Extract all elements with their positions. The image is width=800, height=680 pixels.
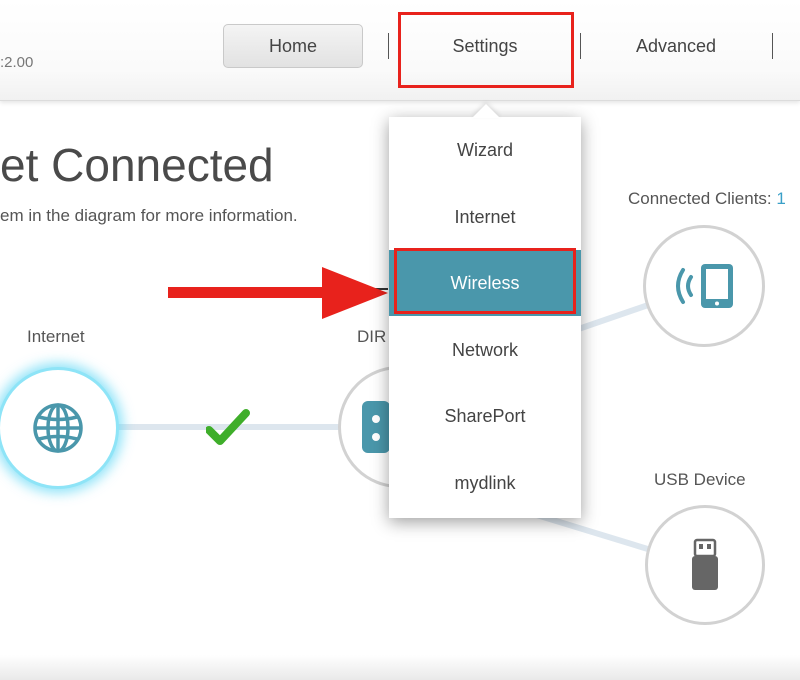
footer-fade	[0, 655, 800, 680]
page-subtitle: em in the diagram for more information.	[0, 206, 298, 225]
firmware-version: :2.00	[0, 54, 34, 71]
internet-label: Internet	[27, 327, 85, 346]
menu-item-network[interactable]: Network	[451, 339, 518, 360]
usb-drive-icon	[692, 538, 718, 590]
menu-item-mydlink[interactable]: mydlink	[454, 472, 516, 493]
connection-ok-check-icon	[206, 409, 250, 445]
menu-item-internet[interactable]: Internet	[454, 206, 516, 227]
router-icon	[362, 401, 390, 453]
page-title: et Connected	[0, 139, 274, 191]
globe-icon	[33, 403, 83, 453]
top-header: :2.00 Home Settings Advanced	[0, 0, 800, 101]
connected-clients-node[interactable]	[643, 225, 765, 347]
connected-clients-text: Connected Clients:	[628, 189, 777, 208]
annotation-arrow-icon	[322, 267, 388, 319]
usb-device-node[interactable]	[645, 505, 765, 625]
menu-item-shareport[interactable]: SharePort	[444, 405, 526, 426]
nav-home-button[interactable]: Home	[223, 24, 363, 68]
nav-separator	[580, 33, 581, 59]
nav-settings-button[interactable]: Settings	[452, 35, 518, 56]
nav-advanced-button[interactable]: Advanced	[635, 35, 717, 56]
usb-device-label: USB Device	[654, 470, 746, 489]
nav-separator	[772, 33, 773, 59]
settings-dropdown-menu: Wizard Internet Wireless Network SharePo…	[389, 117, 581, 518]
menu-item-wireless[interactable]: Wireless	[389, 250, 581, 316]
internet-node[interactable]	[0, 367, 119, 489]
wireless-tablet-icon	[676, 264, 733, 308]
router-label: DIR	[357, 327, 387, 346]
nav-separator	[388, 33, 389, 59]
annotation-arrow-shaft	[168, 287, 328, 298]
connected-clients-label: Connected Clients: 1	[628, 189, 786, 209]
dropdown-caret-icon	[472, 104, 500, 118]
menu-item-wizard[interactable]: Wizard	[456, 139, 513, 160]
connected-clients-count: 1	[776, 189, 786, 208]
